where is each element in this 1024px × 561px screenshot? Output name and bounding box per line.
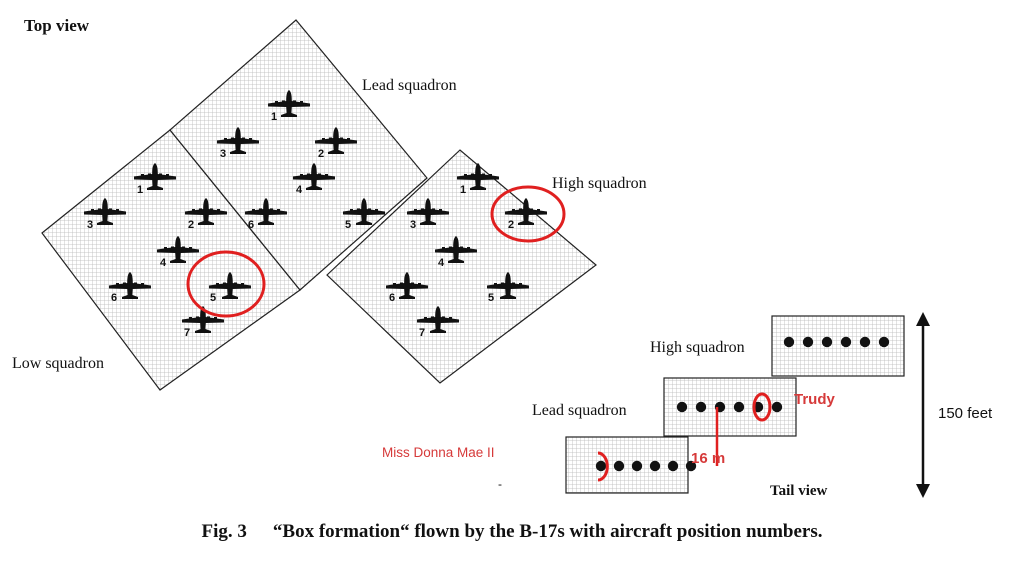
tail-high-aircraft-dot: [840, 336, 852, 348]
high-plane-7: 7: [417, 306, 459, 339]
tail-lead-label: Lead squadron: [532, 402, 627, 419]
high-plane-6: 6: [386, 272, 428, 304]
svg-text:5: 5: [345, 219, 351, 231]
tail-lead-aircraft-dot: [695, 401, 707, 413]
tail-high-aircraft-dot: [802, 336, 814, 348]
high-plane-5: 5: [487, 272, 529, 304]
svg-text:2: 2: [318, 148, 324, 160]
tail-lead-aircraft-dot: [771, 401, 783, 413]
low-squadron-label: Low squadron: [12, 355, 104, 372]
lead-plane-3: 3: [217, 127, 259, 160]
svg-text:5: 5: [210, 292, 216, 304]
svg-text:1: 1: [460, 184, 466, 196]
donna-label: Miss Donna Mae II: [382, 445, 495, 460]
low-plane-6: 6: [109, 272, 151, 304]
figure-number: Fig. 3: [201, 521, 247, 542]
low-plane-4: 4: [157, 236, 199, 269]
tail-high-aircraft-dot: [783, 336, 795, 348]
separation-label: 16 m: [691, 450, 725, 467]
svg-text:3: 3: [87, 219, 93, 231]
svg-text:2: 2: [188, 219, 194, 231]
svg-text:3: 3: [410, 219, 416, 231]
tail-view-title: Tail view: [770, 483, 828, 499]
svg-text:2: 2: [508, 219, 514, 231]
low-plane-5: 5: [209, 272, 251, 304]
svg-text:5: 5: [488, 292, 494, 304]
low-plane-7: 7: [182, 306, 224, 339]
svg-text:6: 6: [389, 292, 395, 304]
lead-plane-6: 6: [245, 198, 287, 231]
tail-stray-mark: -: [498, 477, 502, 491]
height-label: 150 feet: [938, 405, 993, 422]
svg-text:1: 1: [137, 184, 143, 196]
svg-text:3: 3: [220, 148, 226, 160]
tail-high-aircraft-dot: [859, 336, 871, 348]
top-view-title: Top view: [24, 16, 90, 35]
highlight-trudy: [752, 392, 772, 422]
tail-lead-aircraft-dot: [676, 401, 688, 413]
svg-text:4: 4: [296, 184, 303, 196]
svg-text:1: 1: [271, 111, 277, 123]
tail-high-aircraft-dot: [821, 336, 833, 348]
low-plane-2: 2: [185, 198, 227, 231]
svg-text:6: 6: [111, 292, 117, 304]
lead-plane-1: 1: [268, 90, 310, 123]
tail-low-box: [565, 436, 689, 494]
high-plane-3: 3: [407, 198, 449, 231]
tail-high-aircraft-dot: [878, 336, 890, 348]
tail-view-dots: [595, 336, 890, 472]
tail-high-label: High squadron: [650, 339, 745, 356]
tail-low-aircraft-dot: [613, 460, 625, 472]
tail-low-aircraft-dot: [631, 460, 643, 472]
svg-text:7: 7: [184, 327, 190, 339]
figure-caption: Fig. 3 “Box formation“ flown by the B-17s…: [0, 521, 1024, 543]
lead-plane-4: 4: [293, 163, 335, 196]
highlight-high-plane-2: [490, 185, 566, 243]
svg-text:4: 4: [438, 257, 445, 269]
low-plane-1: 1: [134, 163, 176, 196]
tail-lead-aircraft-dot: [733, 401, 745, 413]
highlight-donna: [597, 451, 609, 482]
figure-caption-text: “Box formation“ flown by the B-17s with …: [272, 521, 823, 542]
tail-low-aircraft-dot: [667, 460, 679, 472]
high-squadron-label: High squadron: [552, 175, 647, 192]
trudy-label: Trudy: [794, 391, 835, 408]
highlight-low-plane-5: [186, 250, 266, 318]
svg-text:7: 7: [419, 327, 425, 339]
svg-text:4: 4: [160, 257, 167, 269]
lead-plane-2: 2: [315, 127, 357, 160]
high-plane-2: 2: [505, 198, 547, 231]
lead-squadron-label: Lead squadron: [362, 77, 457, 94]
lead-plane-5: 5: [343, 198, 385, 231]
high-plane-4: 4: [435, 236, 477, 269]
height-arrow: [916, 312, 930, 498]
low-plane-3: 3: [84, 198, 126, 231]
tail-low-aircraft-dot: [649, 460, 661, 472]
svg-text:6: 6: [248, 219, 254, 231]
tail-low-aircraft-dot: [595, 460, 607, 472]
tail-low-aircraft-dot: [685, 460, 697, 472]
high-plane-1: 1: [457, 163, 499, 196]
